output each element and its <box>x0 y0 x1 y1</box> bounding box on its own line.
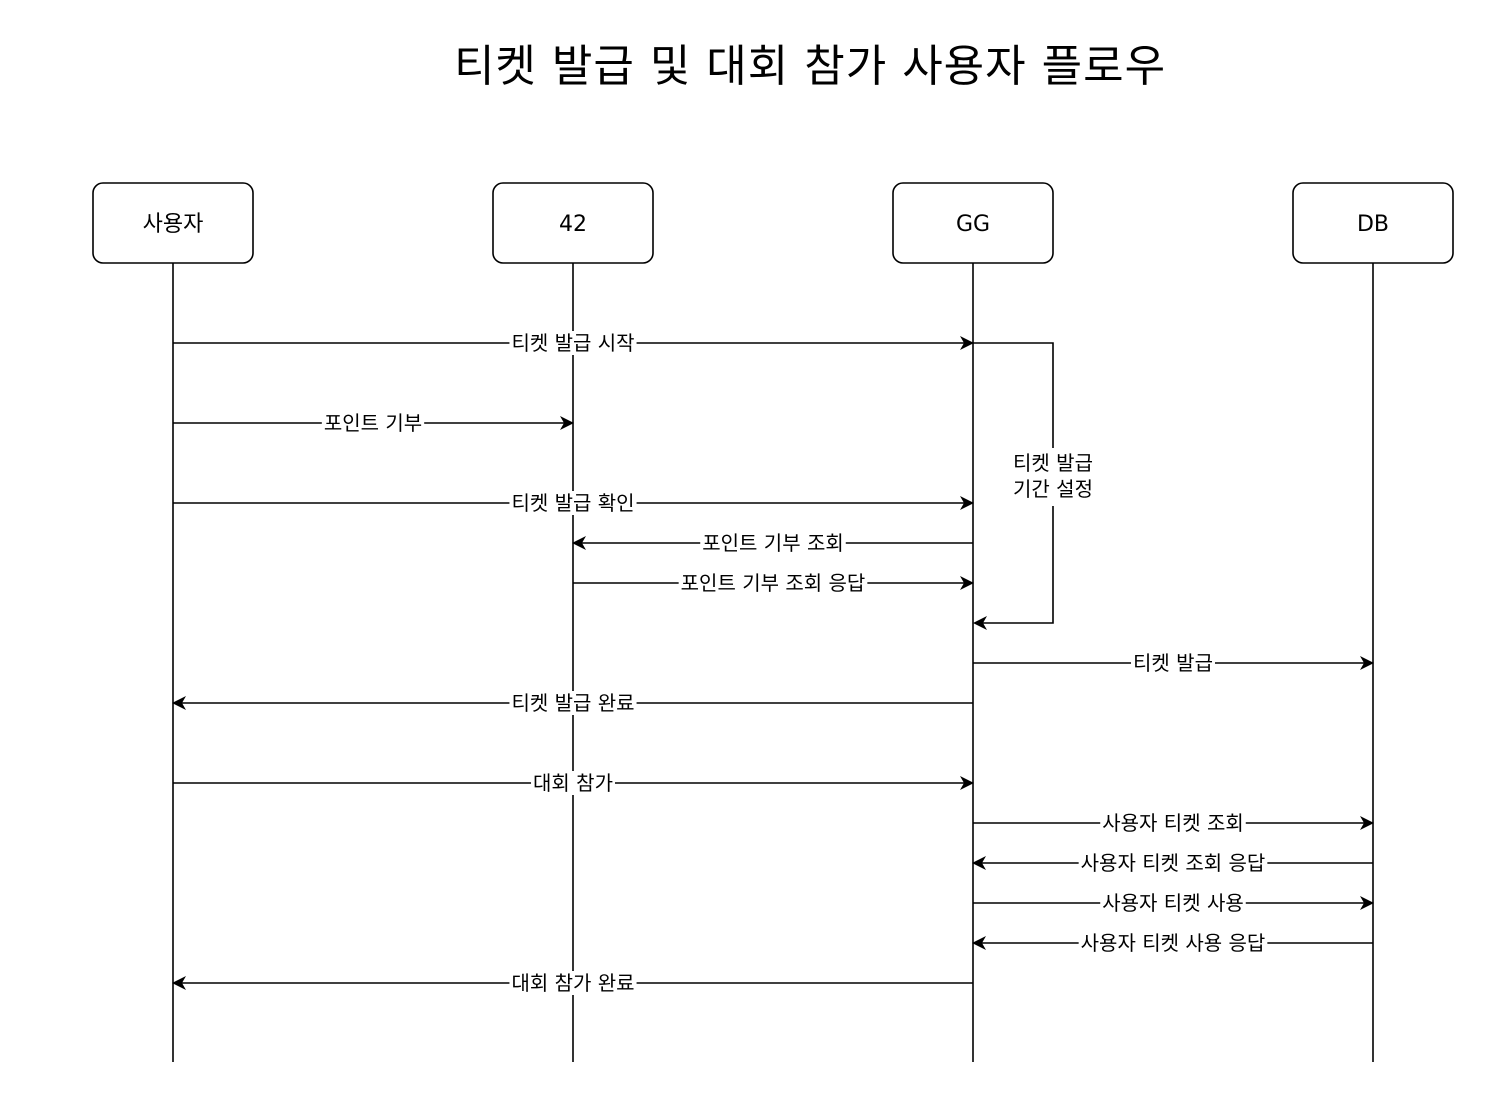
message: 사용자 티켓 사용 응답 <box>972 931 1373 955</box>
actor-box <box>492 182 654 264</box>
message-label-bg <box>1100 811 1246 835</box>
message: 대회 참가 <box>173 771 974 795</box>
actor-user: 사용자 <box>92 182 254 264</box>
actor-label: 사용자 <box>143 212 204 237</box>
actor-db: DB <box>1292 182 1454 264</box>
message-label-bg <box>1100 891 1246 915</box>
actor-label: DB <box>1357 212 1389 237</box>
message-label-bg <box>1007 448 1099 506</box>
message-label: 사용자 티켓 사용 <box>1102 891 1244 915</box>
message-label: 포인트 기부 <box>324 411 422 435</box>
message: 티켓 발급 시작 <box>173 331 974 355</box>
message-label-bg <box>678 571 868 595</box>
actor-42: 42 <box>492 182 654 264</box>
actor-gg: GG <box>892 182 1054 264</box>
actor-box <box>1292 182 1454 264</box>
message: 사용자 티켓 사용 <box>973 891 1374 915</box>
message-label-bg <box>509 971 637 995</box>
message-label-bg <box>531 771 615 795</box>
message: 티켓 발급 완료 <box>172 691 973 715</box>
message-label-bg <box>321 411 425 435</box>
message-label: 티켓 발급 <box>1013 451 1093 475</box>
message-label-bg <box>700 531 846 555</box>
message-label: 티켓 발급 확인 <box>511 491 634 515</box>
message-label: 포인트 기부 조회 <box>702 531 844 555</box>
actor-box <box>892 182 1054 264</box>
message-label: 포인트 기부 조회 응답 <box>681 571 866 595</box>
message-label: 티켓 발급 완료 <box>511 691 634 715</box>
message-label-bg <box>509 691 637 715</box>
message-label-bg <box>1131 651 1215 675</box>
message-label: 티켓 발급 <box>1133 651 1213 675</box>
message-label: 사용자 티켓 조회 응답 <box>1081 851 1266 875</box>
message: 티켓 발급 확인 <box>173 491 974 515</box>
actor-box <box>92 182 254 264</box>
message-label-bg <box>1078 931 1268 955</box>
message: 사용자 티켓 조회 응답 <box>972 851 1373 875</box>
message-label-bg <box>509 331 637 355</box>
message-label: 티켓 발급 시작 <box>511 331 634 355</box>
message: 사용자 티켓 조회 <box>973 811 1374 835</box>
message-label: 기간 설정 <box>1013 477 1093 501</box>
message: 포인트 기부 조회 <box>572 531 973 555</box>
actor-label: GG <box>956 212 990 237</box>
message: 티켓 발급 <box>973 651 1374 675</box>
message-label: 대회 참가 완료 <box>511 971 634 995</box>
message-label: 사용자 티켓 조회 <box>1102 811 1244 835</box>
page-title: 티켓 발급 및 대회 참가 사용자 플로우 <box>453 41 1167 92</box>
message: 포인트 기부 <box>173 411 574 435</box>
message: 대회 참가 완료 <box>172 971 973 995</box>
message-label: 대회 참가 <box>533 771 613 795</box>
message-label-bg <box>1078 851 1268 875</box>
message-label: 사용자 티켓 사용 응답 <box>1081 931 1266 955</box>
message-label-bg <box>509 491 637 515</box>
actor-label: 42 <box>559 212 587 237</box>
message: 포인트 기부 조회 응답 <box>573 571 974 595</box>
